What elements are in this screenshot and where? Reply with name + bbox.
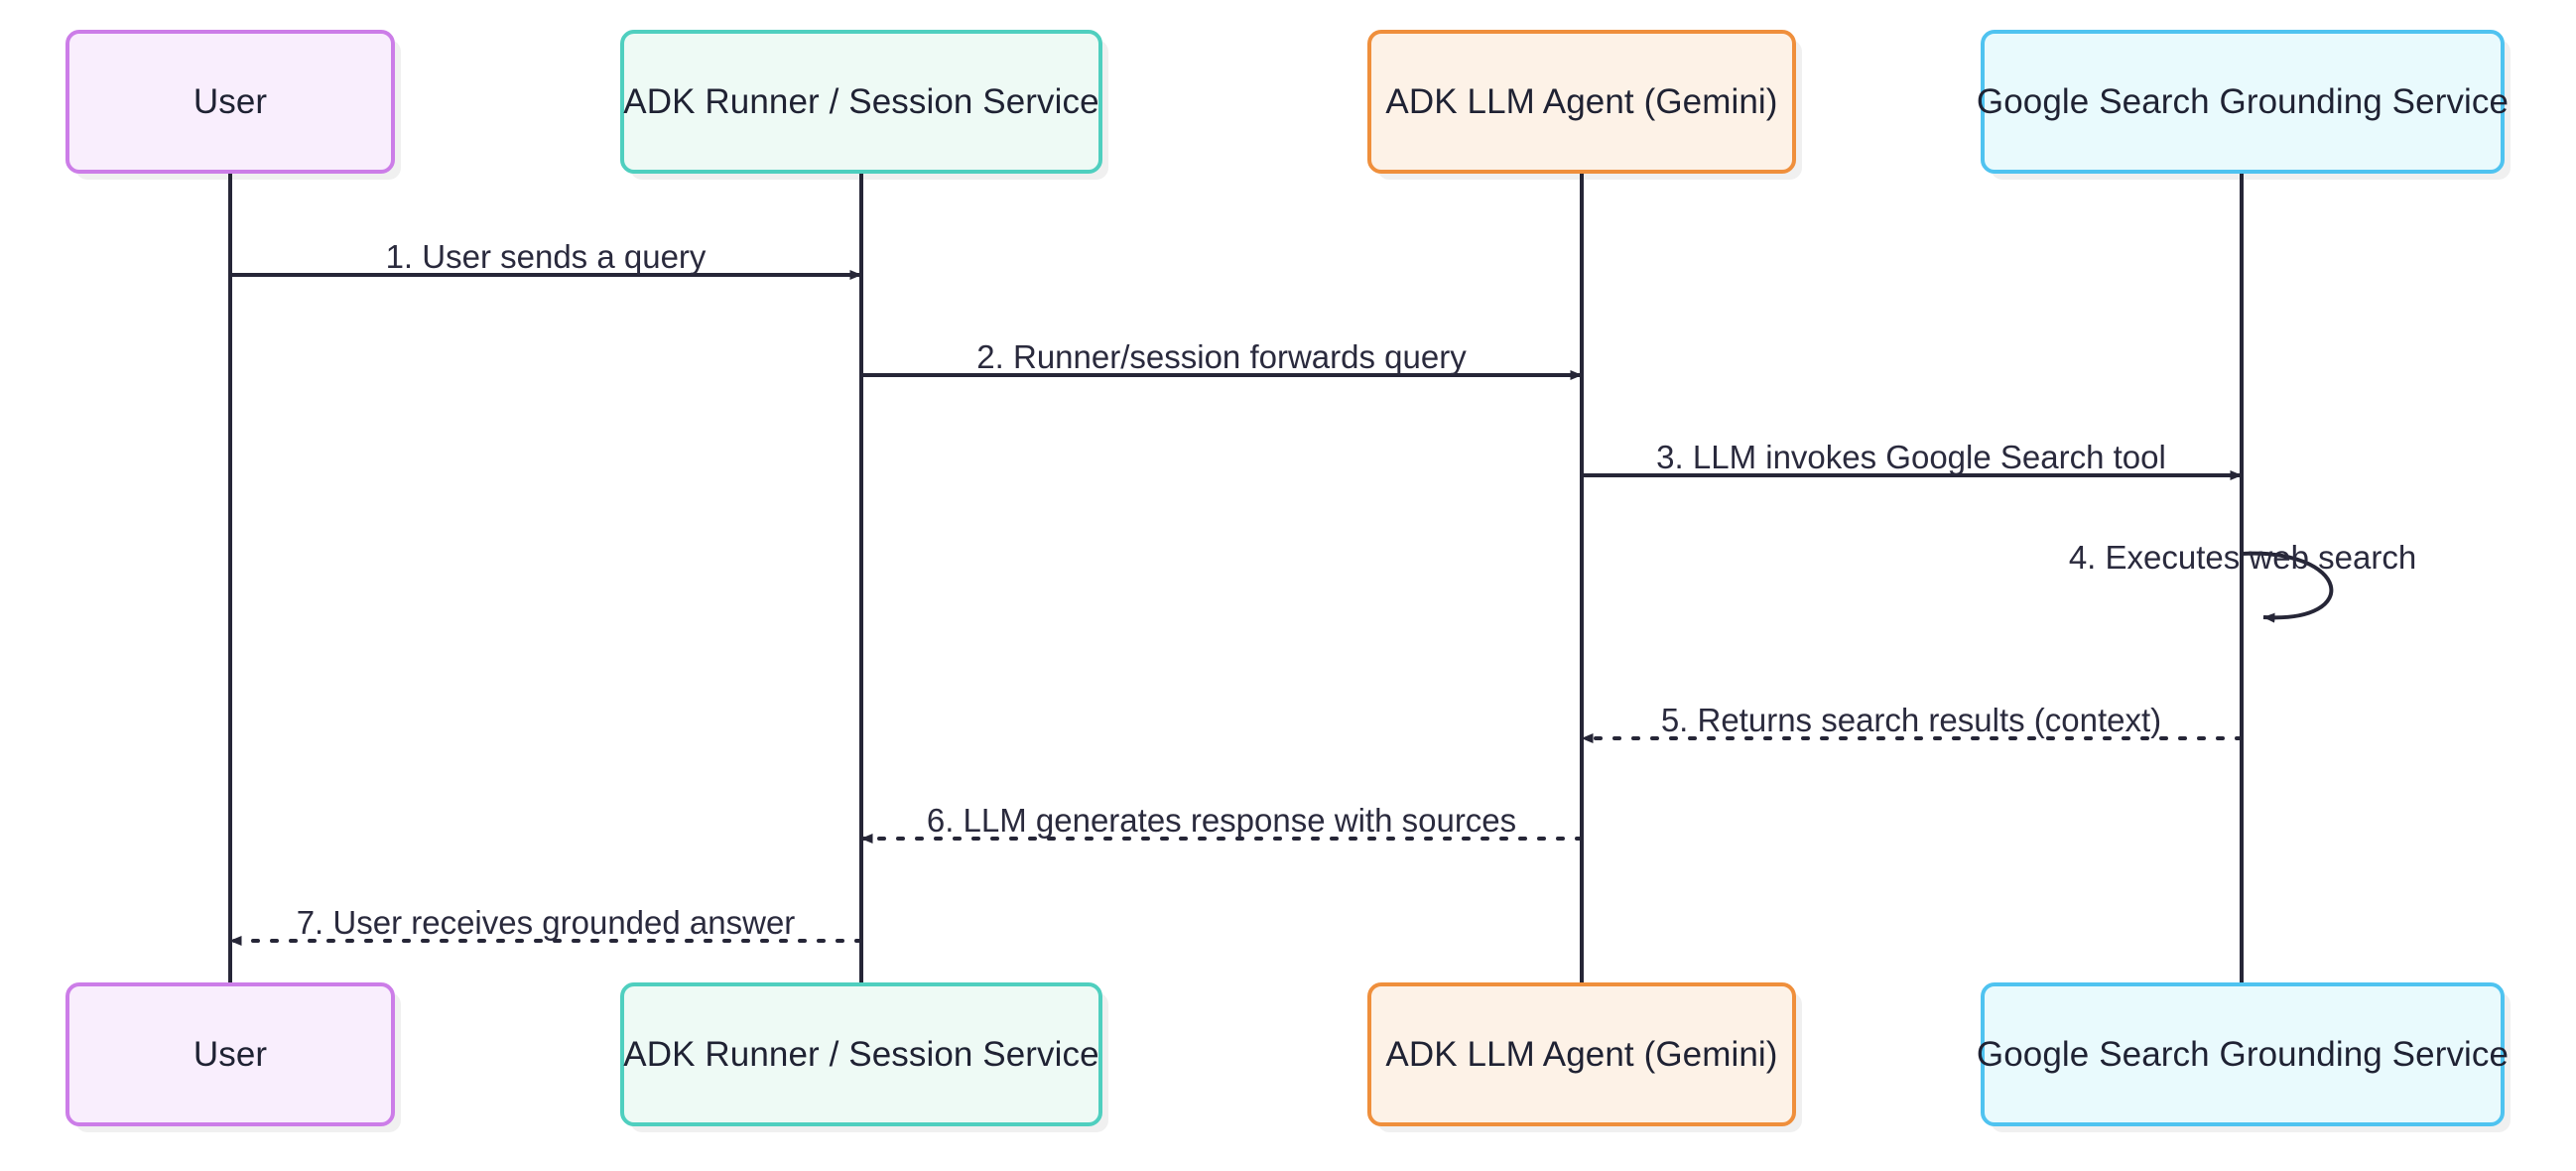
participant-label-search: Google Search Grounding Service — [1976, 1035, 2510, 1074]
participant-label-agent: ADK LLM Agent (Gemini) — [1385, 82, 1778, 121]
participant-box-user[interactable]: User — [65, 982, 395, 1126]
message-arrow-4 — [2241, 551, 2334, 623]
participant-label-runner: ADK Runner / Session Service — [623, 1035, 1099, 1074]
participant-box-runner[interactable]: ADK Runner / Session Service — [620, 982, 1102, 1126]
message-label-5: 5. Returns search results (context) — [1660, 702, 2162, 738]
message-label-7: 7. User receives grounded answer — [296, 904, 796, 941]
message-label-1: 1. User sends a query — [385, 238, 707, 275]
participant-box-agent[interactable]: ADK LLM Agent (Gemini) — [1367, 30, 1796, 174]
participant-label-user: User — [193, 1035, 268, 1074]
participant-box-agent[interactable]: ADK LLM Agent (Gemini) — [1367, 982, 1796, 1126]
participant-label-runner: ADK Runner / Session Service — [623, 82, 1099, 121]
participant-box-search[interactable]: Google Search Grounding Service — [1977, 30, 2509, 174]
messages-group — [228, 270, 2334, 946]
participant-label-user: User — [193, 82, 268, 121]
participant-label-search: Google Search Grounding Service — [1976, 82, 2510, 121]
message-label-4: 4. Executes web search — [2068, 539, 2417, 576]
participant-box-search[interactable]: Google Search Grounding Service — [1977, 982, 2509, 1126]
lifelines-group — [228, 174, 2244, 982]
message-label-3: 3. LLM invokes Google Search tool — [1656, 439, 2166, 475]
participant-box-user[interactable]: User — [65, 30, 395, 174]
participant-box-runner[interactable]: ADK Runner / Session Service — [620, 30, 1102, 174]
message-label-2: 2. Runner/session forwards query — [976, 338, 1467, 375]
participant-label-agent: ADK LLM Agent (Gemini) — [1385, 1035, 1778, 1074]
message-label-6: 6. LLM generates response with sources — [926, 802, 1517, 839]
